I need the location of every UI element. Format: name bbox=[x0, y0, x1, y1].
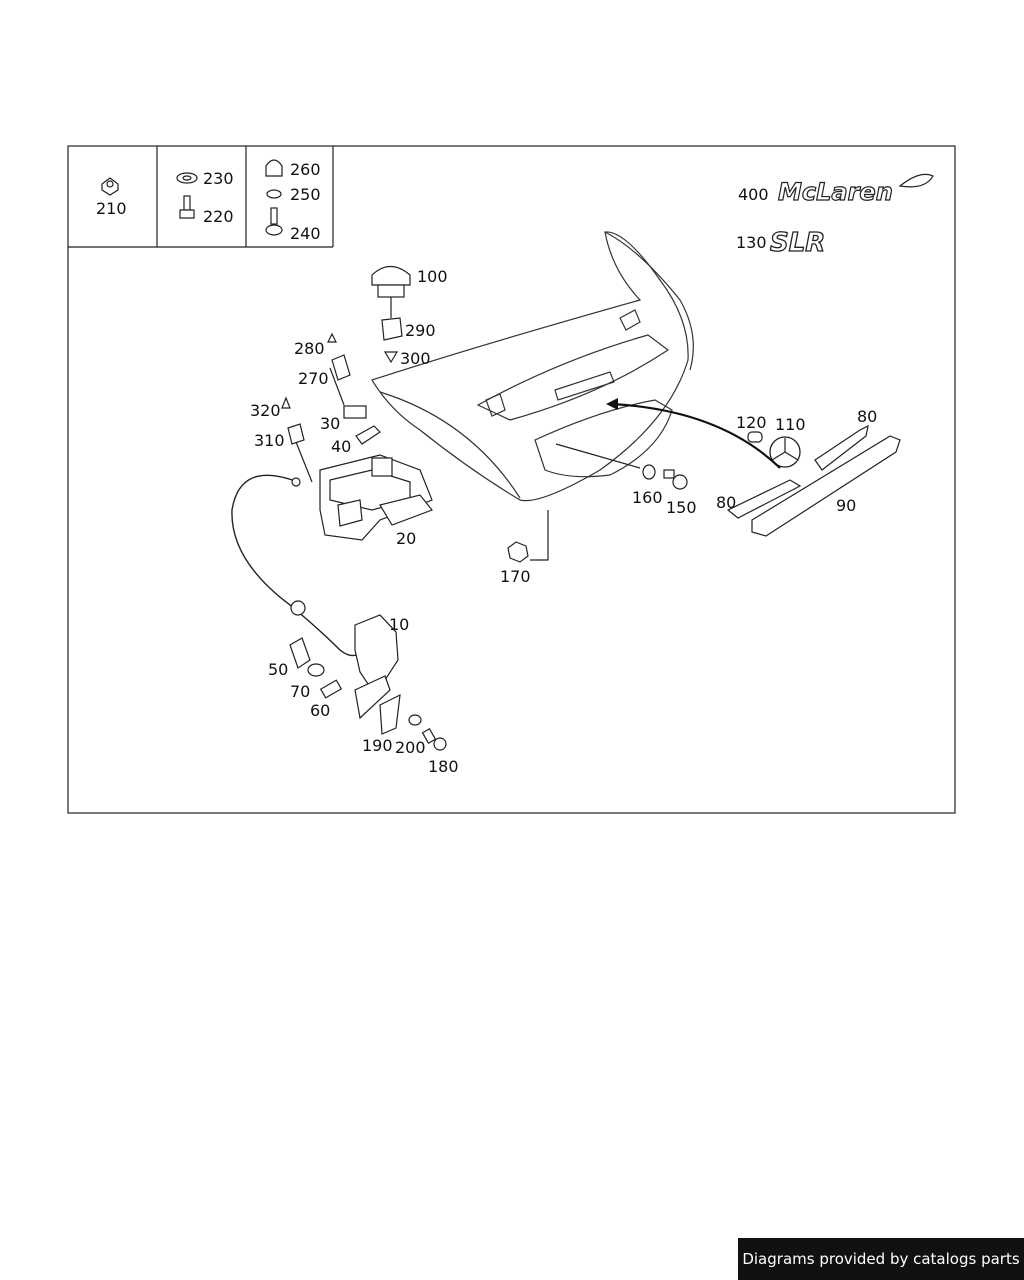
cable-grommet bbox=[290, 600, 306, 616]
label-310: 310 bbox=[254, 431, 285, 450]
label-110: 110 bbox=[775, 415, 806, 434]
trunk-lock-assembly bbox=[319, 454, 433, 541]
label-250: 250 bbox=[290, 185, 321, 204]
footer-credit: Diagrams provided by catalogs parts bbox=[738, 1238, 1024, 1280]
label-120: 120 bbox=[736, 413, 767, 432]
label-160: 160 bbox=[632, 488, 663, 507]
label-300: 300 bbox=[400, 349, 431, 368]
label-190: 190 bbox=[362, 736, 393, 755]
label-220: 220 bbox=[203, 207, 234, 226]
label-130: 130 bbox=[736, 233, 767, 252]
washer-160 bbox=[642, 464, 656, 480]
pad-60 bbox=[319, 679, 343, 699]
trunk-lid bbox=[371, 231, 694, 502]
clip-70 bbox=[307, 663, 325, 677]
connector-270 bbox=[331, 354, 351, 381]
label-320: 320 bbox=[250, 401, 281, 420]
washer-200 bbox=[408, 714, 422, 726]
label-90: 90 bbox=[836, 496, 856, 515]
label-280: 280 bbox=[294, 339, 325, 358]
pin-320 bbox=[281, 396, 291, 409]
connector-310 bbox=[287, 423, 305, 445]
svg-text:SLR: SLR bbox=[770, 228, 825, 258]
plate-190 bbox=[379, 693, 401, 735]
spring-washer-icon bbox=[266, 189, 282, 199]
label-210: 210 bbox=[96, 199, 127, 218]
label-30: 30 bbox=[320, 414, 340, 433]
label-170: 170 bbox=[500, 567, 531, 586]
emblem-arrow bbox=[611, 402, 781, 469]
cap-nut-icon bbox=[265, 159, 283, 177]
bracket-50 bbox=[289, 637, 311, 669]
pin-280 bbox=[327, 332, 337, 343]
footer-text: Diagrams provided by catalogs parts bbox=[742, 1250, 1020, 1268]
nut-icon bbox=[101, 177, 119, 196]
label-260: 260 bbox=[290, 160, 321, 179]
label-40: 40 bbox=[331, 437, 351, 456]
flange-bolt-icon bbox=[265, 207, 283, 236]
release-lever-assembly bbox=[354, 614, 399, 720]
label-150: 150 bbox=[666, 498, 697, 517]
seal-40 bbox=[355, 425, 381, 445]
bolt-icon bbox=[179, 195, 195, 219]
release-cable bbox=[231, 474, 363, 657]
mclaren-logo: McLaren bbox=[777, 173, 934, 207]
bolt-180 bbox=[421, 727, 447, 751]
nut-170 bbox=[507, 541, 529, 563]
bushing-120 bbox=[747, 431, 763, 443]
star-emblem-spokes bbox=[771, 438, 799, 461]
sleeve-290 bbox=[381, 317, 403, 341]
label-200: 200 bbox=[395, 738, 426, 757]
label-80-bottom: 80 bbox=[716, 493, 736, 512]
label-290: 290 bbox=[405, 321, 436, 340]
label-240: 240 bbox=[290, 224, 321, 243]
trim-strip-90 bbox=[751, 435, 901, 537]
svg-text:McLaren: McLaren bbox=[778, 178, 893, 206]
label-80-top: 80 bbox=[857, 407, 877, 426]
actuator-100 bbox=[371, 265, 411, 318]
cap-300 bbox=[383, 351, 399, 364]
label-270: 270 bbox=[298, 369, 329, 388]
label-60: 60 bbox=[310, 701, 330, 720]
slr-logo: SLR bbox=[769, 227, 826, 258]
hardware-legend bbox=[68, 146, 334, 248]
label-400: 400 bbox=[738, 185, 769, 204]
emblem-arrow-head bbox=[606, 398, 618, 410]
label-230: 230 bbox=[203, 169, 234, 188]
trim-strip-80-right bbox=[814, 424, 869, 471]
diagram-frame bbox=[67, 145, 956, 814]
trim-strip-80-left bbox=[726, 479, 802, 519]
cable-end bbox=[291, 477, 301, 487]
washer-icon bbox=[176, 172, 198, 184]
label-50: 50 bbox=[268, 660, 288, 679]
bolt-150 bbox=[663, 469, 688, 490]
label-20: 20 bbox=[396, 529, 416, 548]
label-180: 180 bbox=[428, 757, 459, 776]
switch-30 bbox=[343, 405, 367, 419]
label-10: 10 bbox=[389, 615, 409, 634]
label-100: 100 bbox=[417, 267, 448, 286]
label-70: 70 bbox=[290, 682, 310, 701]
leader-lines bbox=[295, 367, 641, 561]
